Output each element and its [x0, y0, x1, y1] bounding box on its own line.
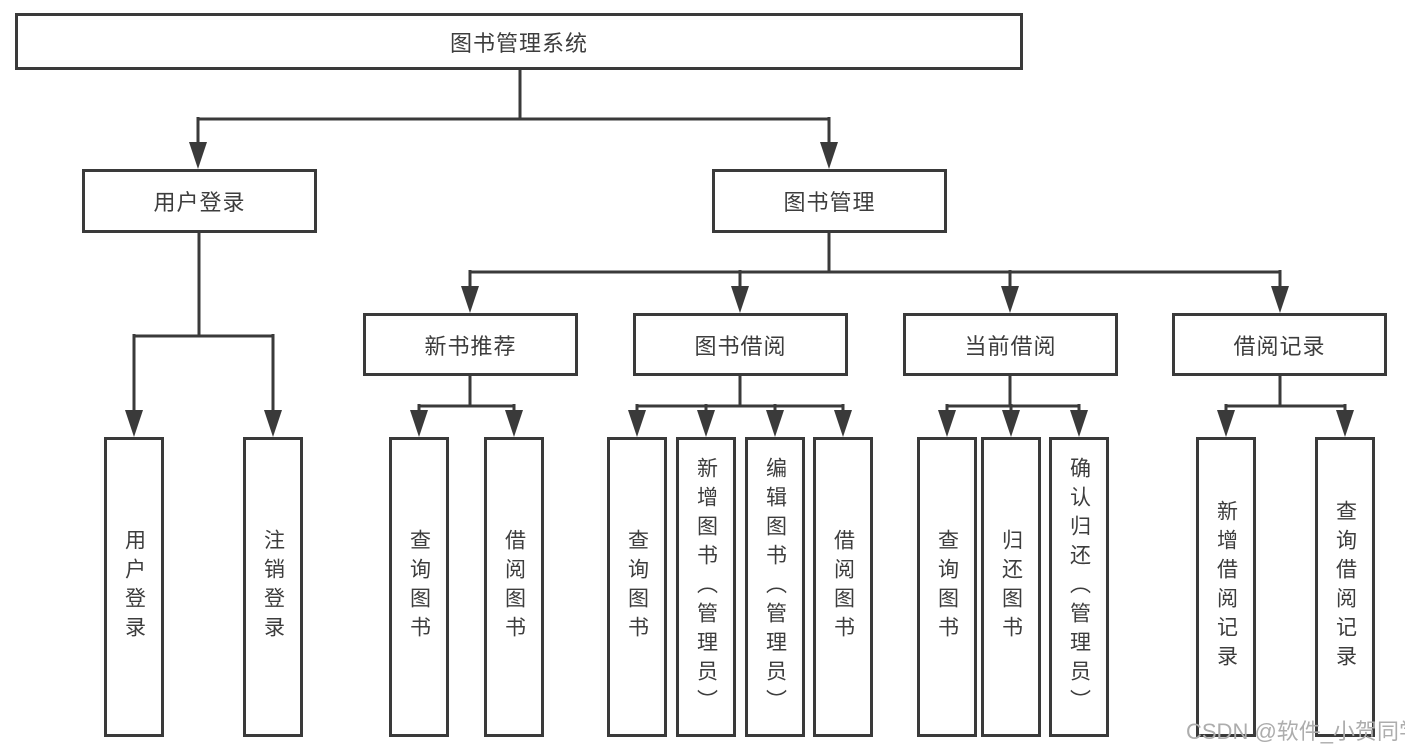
- arrow-down-icon: [1336, 410, 1354, 437]
- node-new-book-recommend: 新书推荐: [363, 313, 578, 376]
- arrow-down-icon: [410, 410, 428, 437]
- leaf-recommend-query-book-label: 查询图书: [407, 529, 431, 645]
- arrow-down-icon: [264, 410, 282, 437]
- node-book-borrow-label: 图书借阅: [694, 333, 787, 359]
- node-borrow-records-label: 借阅记录: [1233, 333, 1326, 359]
- node-current-borrow: 当前借阅: [903, 313, 1118, 376]
- leaf-recommend-borrow-book-label: 借阅图书: [502, 529, 526, 645]
- leaf-current-query-book: 查询图书: [917, 437, 977, 737]
- leaf-confirm-return-admin: 确认归还（管理员）: [1049, 437, 1109, 737]
- leaf-query-borrow-record: 查询借阅记录: [1315, 437, 1375, 737]
- leaf-logout: 注销登录: [243, 437, 303, 737]
- leaf-return-book-label: 归还图书: [999, 529, 1023, 645]
- arrow-down-icon: [938, 410, 956, 437]
- leaf-borrow-book: 借阅图书: [813, 437, 873, 737]
- leaf-edit-book-admin: 编辑图书（管理员）: [745, 437, 805, 737]
- arrow-down-icon: [766, 410, 784, 437]
- arrow-down-icon: [1217, 410, 1235, 437]
- leaf-return-book: 归还图书: [981, 437, 1041, 737]
- leaf-borrow-book-label: 借阅图书: [831, 529, 855, 645]
- arrow-down-icon: [505, 410, 523, 437]
- arrow-down-icon: [1070, 410, 1088, 437]
- leaf-add-book-admin: 新增图书（管理员）: [676, 437, 736, 737]
- leaf-add-borrow-record: 新增借阅记录: [1196, 437, 1256, 737]
- leaf-logout-label: 注销登录: [261, 529, 285, 645]
- node-current-borrow-label: 当前借阅: [964, 333, 1057, 359]
- leaf-current-query-book-label: 查询图书: [935, 529, 959, 645]
- root-connector: [189, 69, 838, 169]
- node-user-login-label: 用户登录: [153, 190, 246, 215]
- leaf-query-borrow-record-label: 查询借阅记录: [1333, 500, 1357, 674]
- leaf-recommend-borrow-book: 借阅图书: [484, 437, 544, 737]
- leaf-edit-book-admin-label: 编辑图书（管理员）: [763, 456, 787, 718]
- section-borrow-records-connector: [1217, 375, 1354, 437]
- section-current-borrow-connector: [938, 375, 1088, 437]
- user-login-connector: [125, 232, 282, 437]
- arrow-down-icon: [820, 142, 838, 169]
- arrow-down-icon: [1002, 410, 1020, 437]
- root-node: 图书管理系统: [15, 13, 1023, 70]
- leaf-add-book-admin-label: 新增图书（管理员）: [694, 456, 718, 718]
- node-borrow-records: 借阅记录: [1172, 313, 1387, 376]
- node-book-borrow: 图书借阅: [633, 313, 848, 376]
- node-book-management: 图书管理: [712, 169, 947, 233]
- leaf-confirm-return-admin-label: 确认归还（管理员）: [1067, 456, 1091, 718]
- arrow-down-icon: [189, 142, 207, 169]
- leaf-borrow-query-book: 查询图书: [607, 437, 667, 737]
- arrow-down-icon: [1271, 286, 1289, 313]
- section-book-borrow-connector: [628, 375, 852, 437]
- leaf-user-login-label: 用户登录: [122, 529, 146, 645]
- leaf-recommend-query-book: 查询图书: [389, 437, 449, 737]
- arrow-down-icon: [1001, 286, 1019, 313]
- node-new-book-recommend-label: 新书推荐: [424, 333, 517, 359]
- section-new-book-connector: [410, 375, 523, 437]
- leaf-add-borrow-record-label: 新增借阅记录: [1214, 500, 1238, 674]
- arrow-down-icon: [834, 410, 852, 437]
- csdn-watermark: CSDN @软件_小贺同学: [1186, 719, 1405, 744]
- arrow-down-icon: [461, 286, 479, 313]
- book-management-connector: [461, 232, 1289, 313]
- arrow-down-icon: [628, 410, 646, 437]
- arrow-down-icon: [731, 286, 749, 313]
- root-node-label: 图书管理系统: [449, 30, 588, 56]
- leaf-user-login: 用户登录: [104, 437, 164, 737]
- leaf-borrow-query-book-label: 查询图书: [625, 529, 649, 645]
- node-book-management-label: 图书管理: [783, 190, 876, 215]
- arrow-down-icon: [697, 410, 715, 437]
- arrow-down-icon: [125, 410, 143, 437]
- node-user-login: 用户登录: [82, 169, 317, 233]
